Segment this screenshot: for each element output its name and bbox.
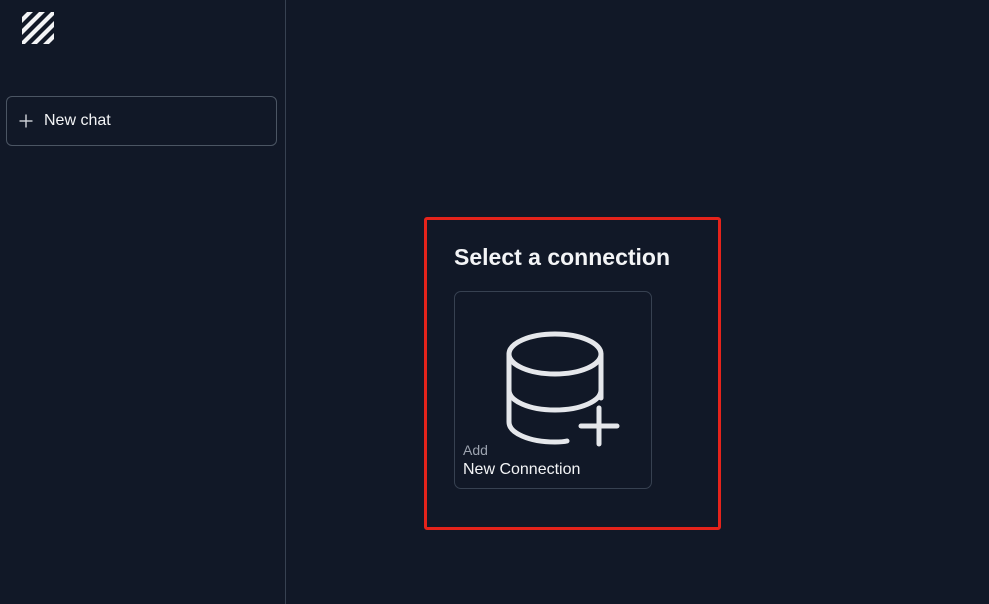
card-subtitle: Add (463, 442, 488, 458)
new-connection-card[interactable]: Add New Connection (454, 291, 652, 489)
sidebar: New chat (0, 0, 286, 604)
card-title: New Connection (463, 461, 581, 478)
new-chat-label: New chat (44, 112, 111, 129)
database-add-icon (501, 326, 621, 450)
selection-highlight (424, 217, 721, 530)
plus-icon (19, 114, 33, 128)
section-title: Select a connection (454, 244, 671, 270)
logo-icon[interactable] (22, 12, 54, 44)
new-chat-button[interactable]: New chat (6, 96, 277, 146)
